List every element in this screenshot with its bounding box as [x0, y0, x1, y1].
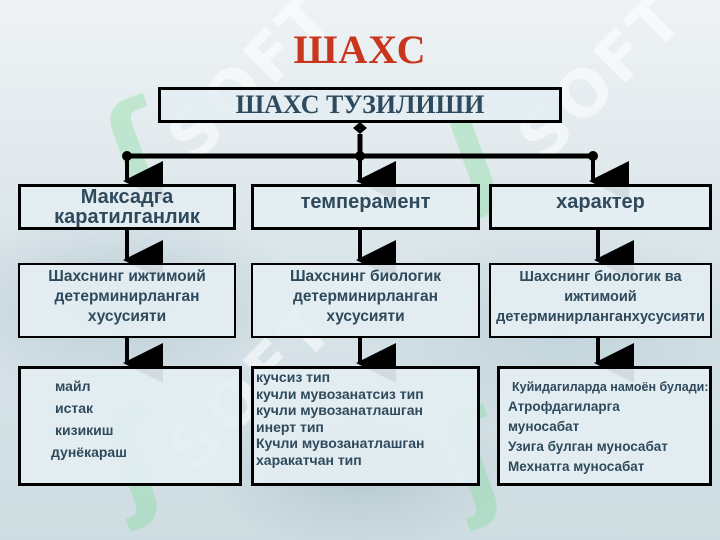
items-node-character: Куйидагиларда намоён булади: Атрофдагила… [497, 366, 712, 486]
list-item: кучсиз тип [256, 369, 331, 385]
category-node-character: характер [489, 184, 712, 230]
description-line: детерминирланганхусусияти [496, 309, 705, 325]
category-label: Максадга каратилганлик [54, 186, 200, 228]
description-line: детерминирланган [293, 288, 438, 305]
description-line: детерминирланган [54, 288, 200, 305]
description-line: хусусияти [326, 308, 405, 325]
list-item: харакатчан тип [256, 451, 362, 468]
category-label: темперамент [300, 191, 431, 213]
category-node-goal-orientation: Максадга каратилганлик [18, 184, 236, 230]
root-node-label: ШАХС ТУЗИЛИШИ [235, 90, 485, 119]
description-line: хусусияти [87, 308, 167, 325]
category-label: характер [556, 191, 645, 213]
description-line: Шахснинг ижтимоий [48, 268, 206, 285]
description-node-character: Шахснинг биологик ва ижтимоий детерминир… [489, 263, 712, 338]
list-item: кучли мувозанатлашган [256, 402, 423, 418]
list-item: майл [55, 378, 91, 394]
page-title: ШАХС [293, 27, 427, 72]
connector-diamond [353, 122, 367, 134]
description-line: ижтимоий [564, 289, 637, 305]
list-item: Узига булган муносабат [508, 439, 668, 454]
description-node-temperament: Шахснинг биологик детерминирланган хусус… [251, 263, 480, 338]
items-node-goal-orientation: майл истак кизикиш дунёкараш [18, 366, 242, 486]
category-node-temperament: темперамент [251, 184, 480, 230]
root-node: ШАХС ТУЗИЛИШИ [158, 87, 562, 123]
list-item: кизикиш [55, 422, 114, 438]
list-item: муносабат [508, 419, 580, 434]
list-item: Кучли мувозанатлашган [256, 435, 425, 451]
list-item: кучли мувозанатсиз тип [256, 385, 424, 402]
items-node-temperament: кучсиз тип кучли мувозанатсиз тип кучли … [251, 366, 480, 486]
list-item: Атрофдагиларга [508, 399, 620, 414]
list-item: Куйидагиларда намоён булади: [512, 380, 709, 394]
list-item: Мехнатга муносабат [508, 459, 645, 474]
description-node-goal-orientation: Шахснинг ижтимоий детерминирланган хусус… [18, 263, 236, 338]
description-line: Шахснинг биологик ва [519, 269, 682, 285]
list-item: инерт тип [256, 418, 324, 435]
list-item: дунёкараш [51, 444, 127, 460]
list-item: истак [55, 400, 94, 416]
description-line: Шахснинг биологик [289, 268, 442, 285]
